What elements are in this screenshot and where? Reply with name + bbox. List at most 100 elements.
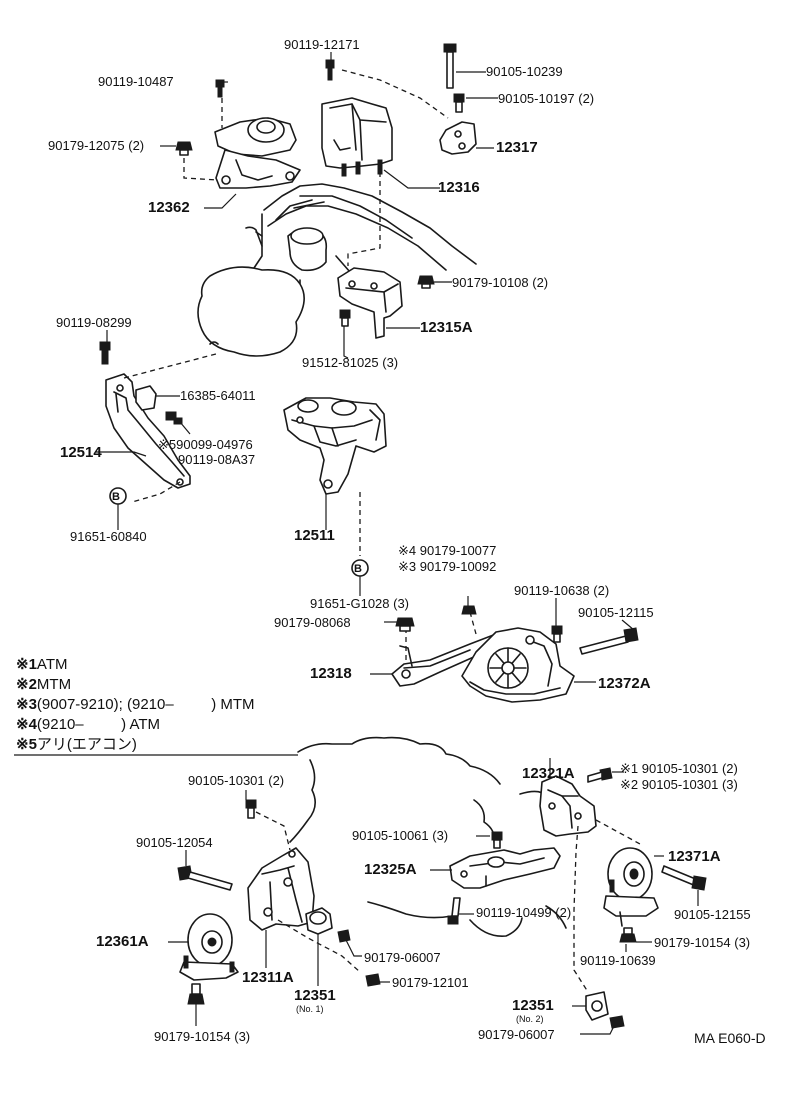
- label-12351-no1: 12351: [294, 987, 336, 1004]
- nut-90179-06007-lower: [609, 1015, 625, 1029]
- bolt-90105-10061: [491, 831, 503, 849]
- label-90179-10108: 90179-10108 (2): [452, 275, 549, 290]
- mount-12361A: [179, 913, 239, 981]
- label-12361A: 12361A: [96, 933, 149, 950]
- note-2-text: MTM: [36, 676, 72, 693]
- label-12351-no2-sub: (No. 2): [516, 1014, 544, 1024]
- label-12511: 12511: [294, 527, 335, 544]
- label-12317: 12317: [496, 139, 538, 156]
- bracket-12321A: [539, 775, 641, 993]
- bracket-12514: [105, 353, 217, 503]
- bolt-90105-12155: [661, 865, 707, 891]
- circle-b-text-mid: B: [354, 563, 362, 575]
- bolt-90105-12054: [177, 865, 233, 891]
- label-90119-10487: 90119-10487: [98, 74, 174, 89]
- label-12351-no1-sub: (No. 1): [296, 1004, 324, 1014]
- note-5-text: アリ(エアコン): [36, 736, 137, 753]
- bolt-90105-10301-right: [587, 767, 613, 783]
- engine-mount-12362: [183, 98, 301, 189]
- label-12315A: 12315A: [420, 319, 473, 336]
- label-90105-10301-left: 90105-10301 (2): [188, 773, 285, 788]
- note-1-mark: ※1: [16, 656, 37, 673]
- label-12318: 12318: [310, 665, 352, 682]
- label-90179-06007-a: 90179-06007: [364, 950, 441, 965]
- note-1-text: ATM: [36, 656, 68, 673]
- bolt-91512-81025: [339, 309, 351, 327]
- label-90179-10077: ※4 90179-10077: [398, 543, 497, 558]
- label-12351-no2: 12351: [512, 997, 554, 1014]
- note-4-mark: ※4: [16, 716, 37, 733]
- label-90105-12054: 90105-12054: [136, 835, 213, 850]
- label-90179-10092: ※3 90179-10092: [398, 559, 497, 574]
- nut-90179-10154-right: [619, 927, 637, 943]
- nut-90179-08068: [395, 617, 415, 632]
- label-12514: 12514: [60, 444, 102, 461]
- nut-90179-10154-left: [187, 983, 205, 1005]
- note-4-text: (9210– ) ATM: [36, 716, 161, 733]
- block-16385-64011: [135, 385, 157, 411]
- label-90105-12115: 90105-12115: [578, 605, 654, 620]
- label-90179-10154-right: 90179-10154 (3): [654, 935, 751, 950]
- label-90105-10061: 90105-10061 (3): [352, 828, 449, 843]
- bolt-90119-08A37: [165, 411, 183, 425]
- label-91512-81025: 91512-81025 (3): [302, 355, 399, 370]
- note-1: ※1ATM: [16, 656, 67, 674]
- label-90119-08299: 90119-08299: [56, 315, 132, 330]
- label-90119-10639: 90119-10639: [580, 953, 656, 968]
- note-5: ※5アリ(エアコン): [16, 736, 137, 754]
- bolt-90119-10487: [215, 79, 225, 98]
- note-3: ※3(9007-9210); (9210– ) MTM: [16, 696, 255, 714]
- circle-b-text-left: B: [112, 491, 120, 503]
- label-12325A: 12325A: [364, 861, 417, 878]
- label-12362: 12362: [148, 199, 190, 216]
- label-12372A: 12372A: [598, 675, 651, 692]
- label-90119-12171: 90119-12171: [284, 37, 360, 52]
- note-5-mark: ※5: [16, 736, 37, 753]
- mount-12351-no1: [305, 907, 333, 935]
- label-90105-10301-atm: ※1 90105-10301 (2): [620, 761, 738, 776]
- label-90179-10154-left: 90179-10154 (3): [154, 1029, 251, 1044]
- label-90119-10499: 90119-10499 (2): [476, 905, 572, 920]
- label-90105-10197: 90105-10197 (2): [498, 91, 595, 106]
- label-16385-64011: 16385-64011: [180, 388, 256, 403]
- nut-90179-12075: [175, 141, 193, 156]
- mount-12371A: [603, 847, 659, 927]
- label-12371A: 12371A: [668, 848, 721, 865]
- bolt-90119-10638: [551, 625, 563, 643]
- label-90105-12155: 90105-12155: [674, 907, 751, 922]
- bracket-12316: [321, 69, 449, 266]
- note-2-mark: ※2: [16, 676, 37, 693]
- note-3-text: (9007-9210); (9210– ) MTM: [36, 696, 255, 713]
- label-91651-60840: 91651-60840: [70, 529, 147, 544]
- plate-12317: [439, 121, 477, 155]
- label-90179-08068: 90179-08068: [274, 615, 351, 630]
- label-590099-04976: ※590099-04976: [158, 437, 253, 452]
- bolt-90119-08299: [99, 341, 111, 365]
- note-2: ※2MTM: [16, 676, 71, 694]
- bracket-12325A: [449, 847, 561, 889]
- nut-90179-10077: [461, 605, 477, 615]
- note-3-mark: ※3: [16, 696, 37, 713]
- diagram-code: MA E060-D: [694, 1030, 766, 1046]
- bracket-12311A: [247, 811, 361, 973]
- nut-90179-10108: [417, 275, 435, 289]
- label-90105-10239: 90105-10239: [486, 64, 563, 79]
- mount-12372A: [461, 627, 575, 703]
- mount-12351-no2: [585, 991, 609, 1021]
- bracket-12511: [283, 397, 387, 556]
- bolt-90119-12171: [325, 59, 335, 81]
- bolt-90105-10197: [453, 93, 465, 113]
- nut-90179-06007-upper: [337, 929, 351, 943]
- bolt-90105-12115: [579, 627, 639, 655]
- nut-90179-12101: [365, 973, 381, 987]
- note-4: ※4(9210– ) ATM: [16, 716, 160, 734]
- label-90179-06007-b: 90179-06007: [478, 1027, 555, 1042]
- bracket-12315A: [337, 267, 403, 339]
- engine-outline: [197, 183, 477, 357]
- label-90179-12075: 90179-12075 (2): [48, 138, 145, 153]
- label-12311A: 12311A: [242, 969, 294, 986]
- label-91651-G1028: 91651-G1028 (3): [310, 596, 410, 611]
- label-12316: 12316: [438, 179, 480, 196]
